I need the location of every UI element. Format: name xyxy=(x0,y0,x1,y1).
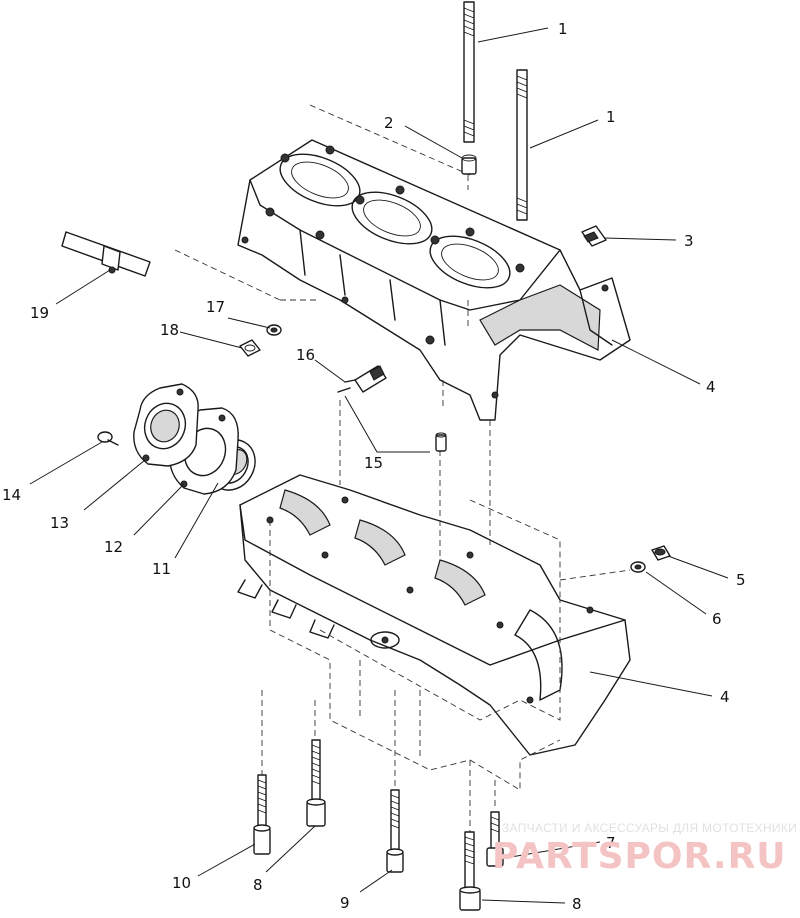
bolt-part-9 xyxy=(386,789,404,873)
washer-part-6 xyxy=(630,561,646,573)
callout-4a: 4 xyxy=(706,378,716,396)
bolt-part-10 xyxy=(253,774,271,855)
upper-crankcase xyxy=(237,139,631,421)
plug-part-3 xyxy=(581,225,607,247)
callout-7: 7 xyxy=(606,834,616,852)
bolt-part-8-right xyxy=(459,831,481,911)
callout-14: 14 xyxy=(2,486,21,504)
callout-2: 2 xyxy=(384,114,394,132)
lower-crankcase xyxy=(237,474,631,756)
dowel-part-15 xyxy=(435,432,447,452)
bolt-part-7 xyxy=(486,811,504,867)
phantom-oil-pan xyxy=(269,499,561,791)
callout-5: 5 xyxy=(736,571,746,589)
dowel-part-2 xyxy=(461,154,477,175)
bolt-part-18 xyxy=(239,339,261,357)
callout-1a: 1 xyxy=(558,20,568,38)
callout-19: 19 xyxy=(30,304,49,322)
callout-8a: 8 xyxy=(253,876,263,894)
callout-3: 3 xyxy=(684,232,694,250)
watermark-caption: ЗАПЧАСТИ И АКСЕССУАРЫ ДЛЯ МОТОТЕХНИКИ xyxy=(502,821,797,835)
callout-6: 6 xyxy=(712,610,722,628)
tube-part-19 xyxy=(61,231,151,277)
alignment-lines xyxy=(174,104,631,835)
callout-9: 9 xyxy=(340,894,350,912)
sensor-part-16 xyxy=(337,365,387,393)
watermark-logo: PARTSPOR.RU xyxy=(492,836,787,877)
screw-part-14 xyxy=(97,431,119,446)
watermark: ЗАПЧАСТИ И АКСЕССУАРЫ ДЛЯ МОТОТЕХНИКИ PA… xyxy=(492,821,797,877)
bolt-part-8-left xyxy=(306,739,326,827)
callout-1b: 1 xyxy=(606,108,616,126)
cover-plate-part-13 xyxy=(133,383,199,467)
callout-10: 10 xyxy=(172,874,191,892)
leader-lines xyxy=(29,27,729,904)
stud-part-1-right xyxy=(516,69,528,221)
callout-18: 18 xyxy=(160,321,179,339)
nut-part-5 xyxy=(651,545,671,561)
callout-4b: 4 xyxy=(720,688,730,706)
callout-labels: 1 1 2 3 4 4 5 6 7 8 8 9 10 11 12 13 14 1… xyxy=(2,20,746,913)
callout-15: 15 xyxy=(364,454,383,472)
stud-part-1-left xyxy=(463,1,475,143)
callout-8b: 8 xyxy=(572,895,582,913)
callout-16: 16 xyxy=(296,346,315,364)
washer-part-17 xyxy=(266,324,282,336)
callout-11: 11 xyxy=(152,560,171,578)
callout-17: 17 xyxy=(206,298,225,316)
callout-13: 13 xyxy=(50,514,69,532)
callout-12: 12 xyxy=(104,538,123,556)
